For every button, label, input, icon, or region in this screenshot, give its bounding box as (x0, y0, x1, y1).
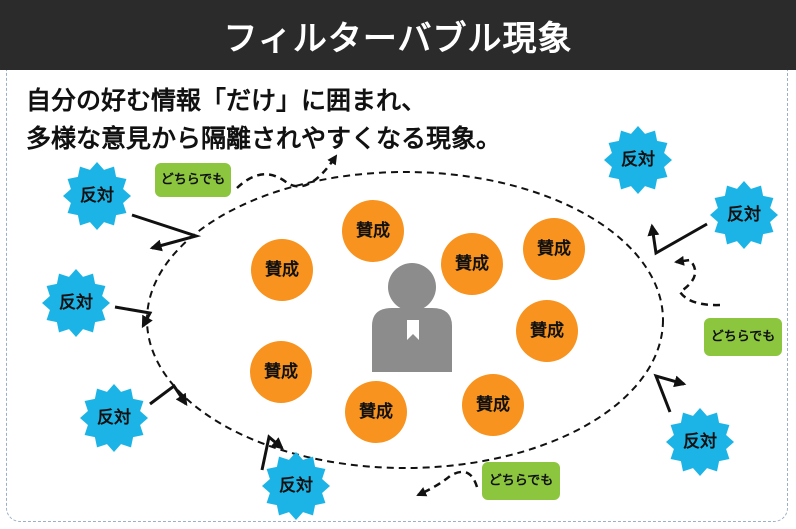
deflect-arrows (114, 213, 708, 471)
oppose-badge: 反対 (80, 384, 148, 452)
svg-text:賛成: 賛成 (537, 238, 571, 259)
svg-text:どちらでも: どちらでも (711, 330, 776, 345)
svg-text:反対: 反対 (59, 292, 93, 313)
svg-text:どちらでも: どちらでも (161, 173, 226, 188)
svg-text:賛成: 賛成 (476, 394, 510, 415)
deflect-arrow (114, 305, 153, 329)
page-title: フィルターバブル現象 (223, 18, 573, 59)
svg-text:反対: 反対 (683, 431, 717, 452)
description-line-1: 自分の好む情報「だけ」に囲まれ、 (26, 86, 427, 115)
svg-text:反対: 反対 (279, 475, 313, 496)
description: 自分の好む情報「だけ」に囲まれ、 多様な意見から隔離されやすくなる現象。 (26, 82, 501, 158)
svg-text:反対: 反対 (80, 185, 114, 206)
oppose-badge: 反対 (63, 162, 131, 230)
deflect-arrow (260, 434, 284, 471)
oppose-badge: 反対 (666, 408, 734, 476)
agree-circle: 賛成 (251, 239, 313, 301)
agree-circle: 賛成 (342, 200, 404, 262)
agree-circle: 賛成 (345, 381, 407, 443)
oppose-badge: 反対 (262, 452, 330, 520)
agree-circle: 賛成 (516, 300, 578, 362)
agree-circle: 賛成 (441, 233, 503, 295)
title-bar: フィルターバブル現象 (0, 0, 796, 70)
svg-text:賛成: 賛成 (265, 259, 299, 280)
agree-circle: 賛成 (523, 218, 585, 280)
either-box: どちらでも (704, 318, 782, 356)
svg-text:賛成: 賛成 (356, 220, 390, 241)
svg-text:反対: 反対 (621, 149, 655, 170)
either-arrows (236, 154, 721, 497)
either-arrow (236, 154, 338, 189)
oppose-badge: 反対 (42, 269, 110, 337)
deflect-arrow (131, 213, 202, 252)
either-box: どちらでも (482, 462, 560, 500)
content-frame (6, 70, 788, 522)
svg-text:賛成: 賛成 (264, 361, 298, 382)
svg-text:賛成: 賛成 (359, 401, 393, 422)
svg-text:反対: 反対 (727, 204, 761, 225)
agree-circle: 賛成 (250, 341, 312, 403)
svg-text:どちらでも: どちらでも (489, 474, 554, 489)
either-box: どちらでも (155, 163, 231, 197)
either-arrow (416, 470, 479, 497)
deflect-arrow (653, 373, 687, 413)
description-line-2: 多様な意見から隔離されやすくなる現象。 (26, 124, 502, 153)
oppose-badge: 反対 (604, 126, 672, 194)
oppose-badge: 反対 (710, 181, 778, 249)
svg-text:賛成: 賛成 (455, 253, 489, 274)
svg-text:反対: 反対 (97, 407, 131, 428)
deflect-arrow (647, 222, 708, 256)
person-icon (372, 263, 452, 372)
svg-text:賛成: 賛成 (530, 320, 564, 341)
deflect-arrow (149, 383, 188, 406)
either-arrow (674, 255, 721, 307)
agree-circle: 賛成 (462, 374, 524, 436)
